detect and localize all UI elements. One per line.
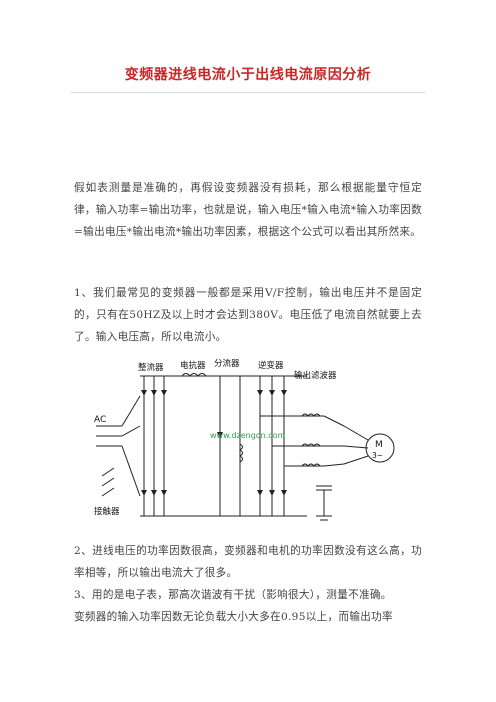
label-rectifier: 整流器 (138, 362, 164, 373)
title-divider (70, 92, 426, 93)
label-motor-phase: 3~ (372, 451, 383, 460)
label-reactor: 电抗器 (180, 360, 206, 371)
label-inverter: 逆变器 (258, 360, 284, 371)
article-title: 变频器进线电流小于出线电流原因分析 (124, 67, 372, 83)
label-motor-m: M (375, 440, 383, 450)
paragraph-intro: 假如表测量是准确的，再假设变频器没有损耗，那么根据能量守恒定律，输入功率=输出功… (74, 182, 422, 238)
paragraph-point-3: 3、用的是电子表，那高次谐波有干扰（影响很大），测量不准确。 (74, 589, 392, 601)
label-ac: AC (94, 415, 106, 425)
paragraph-point-1: 1、我们最常见的变频器一般都是采用V/F控制，输出电压并不是固定的，只有在50H… (74, 287, 422, 343)
label-contactor: 接触器 (94, 506, 120, 517)
watermark-text: www.dzengon.com (210, 431, 286, 440)
label-output-filter: 输出滤波器 (294, 370, 337, 381)
paragraph-point-2: 2、进线电压的功率因数很高，变频器和电机的功率因数没有这么高，功率相等，所以输出… (74, 545, 422, 579)
vfd-circuit-diagram: 整流器 电抗器 分流器 逆变器 输出滤波器 AC 接触器 www.dzengon… (94, 358, 395, 521)
paragraph-continued: 变频器的输入功率因数无论负载大小大多在0.95以上，而输出功率 (74, 611, 393, 623)
label-divider: 分流器 (214, 358, 240, 369)
